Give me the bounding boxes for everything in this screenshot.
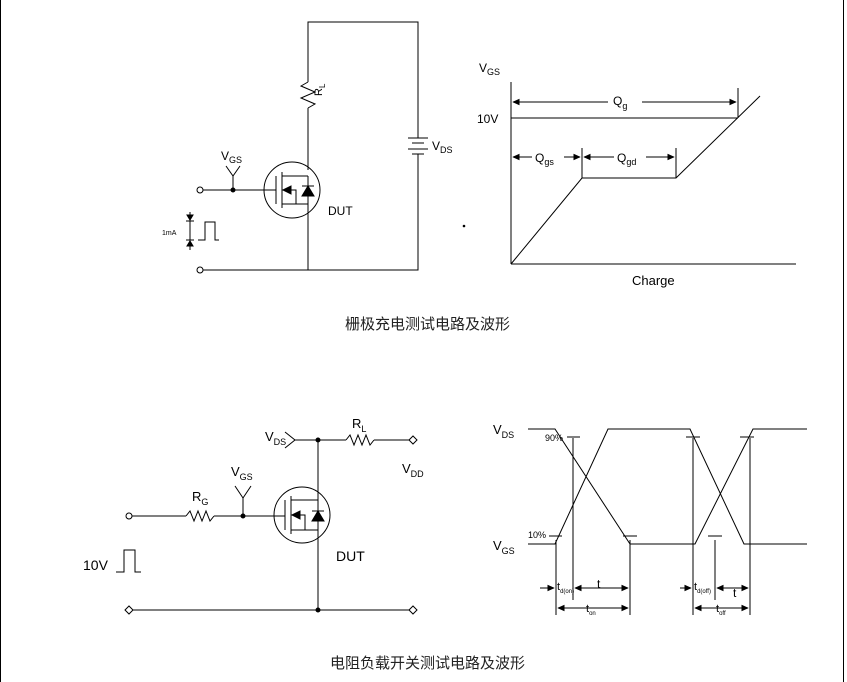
svg-text:RL: RL bbox=[313, 83, 327, 96]
rl-label: RL bbox=[352, 416, 366, 434]
gate-charge-circuit: VGS RL VDS DUT 1mA bbox=[162, 21, 453, 274]
left-border bbox=[0, 0, 1, 682]
gate-charge-caption: 栅极充电测试电路及波形 bbox=[345, 315, 510, 333]
right-border bbox=[843, 0, 844, 682]
charge-axis-label: Charge bbox=[632, 273, 675, 288]
90-percent-label: 90% bbox=[545, 433, 563, 443]
switching-waveform: VDS VGS 90% 10% td(on) t ton td(off) t t… bbox=[493, 422, 807, 617]
vdd-label: VDD bbox=[402, 461, 424, 479]
mosfet-icon bbox=[273, 486, 331, 544]
terminal-icon bbox=[408, 435, 418, 445]
qgs-label-bg bbox=[532, 148, 564, 166]
resistor-rl-icon bbox=[299, 81, 317, 109]
terminal-icon bbox=[408, 605, 418, 615]
circuit-wire bbox=[308, 154, 419, 271]
resistor-rg-icon bbox=[185, 509, 215, 523]
vgs-label: VGS bbox=[221, 149, 242, 165]
vgs-curve bbox=[510, 95, 761, 265]
toff-label: toff bbox=[716, 603, 726, 617]
vds-label: VDS bbox=[432, 139, 453, 155]
vds-waveform bbox=[528, 428, 807, 545]
terminal-icon bbox=[196, 186, 204, 194]
terminal-icon bbox=[196, 266, 204, 274]
dut-label: DUT bbox=[328, 204, 353, 218]
switching-circuit: VDS RL VDD VGS RG DUT 10V bbox=[83, 416, 424, 615]
gate-charge-waveform: VGS 10V Qg Qgs Qgd Charge bbox=[462, 61, 796, 288]
probe-icon bbox=[225, 165, 241, 177]
vds-label: VDS bbox=[493, 422, 514, 440]
probe-icon bbox=[284, 431, 296, 449]
current-arrow-icon bbox=[186, 214, 194, 221]
vgs-label: VGS bbox=[493, 538, 515, 556]
10v-label: 10V bbox=[477, 112, 498, 126]
pulse-label: 10V bbox=[83, 557, 109, 573]
qgd-label-bg bbox=[614, 148, 646, 166]
qgs-label: Qgs bbox=[535, 151, 554, 167]
rl-label: RL bbox=[313, 83, 327, 96]
ton-label: ton bbox=[586, 603, 596, 617]
vds-probe-label: VDS bbox=[265, 429, 286, 447]
current-label: 1mA bbox=[162, 230, 177, 237]
qgd-label: Qgd bbox=[617, 151, 636, 167]
dut-label: DUT bbox=[336, 548, 365, 564]
diode-icon bbox=[311, 510, 325, 522]
pulse-icon bbox=[198, 221, 219, 241]
diode-icon bbox=[301, 185, 315, 197]
circuit-wire bbox=[307, 21, 419, 138]
rg-label: RG bbox=[192, 489, 208, 507]
vgs-axis-label: VGS bbox=[479, 61, 500, 77]
current-arrow-icon bbox=[186, 240, 194, 247]
terminal-icon bbox=[125, 512, 133, 520]
10-percent-label: 10% bbox=[528, 530, 546, 540]
pulse-icon bbox=[116, 549, 141, 573]
mosfet-arrow-icon bbox=[281, 185, 292, 195]
switching-caption: 电阻负载开关测试电路及波形 bbox=[330, 654, 525, 672]
mosfet-arrow-icon bbox=[290, 510, 301, 520]
qg-label: Qg bbox=[613, 94, 627, 111]
terminal-icon bbox=[124, 605, 134, 615]
resistor-rl-icon bbox=[345, 433, 375, 447]
stray-dot bbox=[462, 224, 466, 228]
vgs-waveform bbox=[528, 428, 807, 545]
junction-dot bbox=[315, 607, 321, 613]
tdoff-label: td(off) bbox=[694, 581, 711, 595]
tr-label: t bbox=[597, 577, 601, 591]
tdon-label: td(on) bbox=[557, 581, 574, 595]
probe-icon bbox=[234, 485, 252, 499]
qg-label-bg bbox=[608, 92, 642, 110]
vgs-probe-label: VGS bbox=[231, 464, 253, 482]
tf-label: t bbox=[733, 586, 737, 600]
